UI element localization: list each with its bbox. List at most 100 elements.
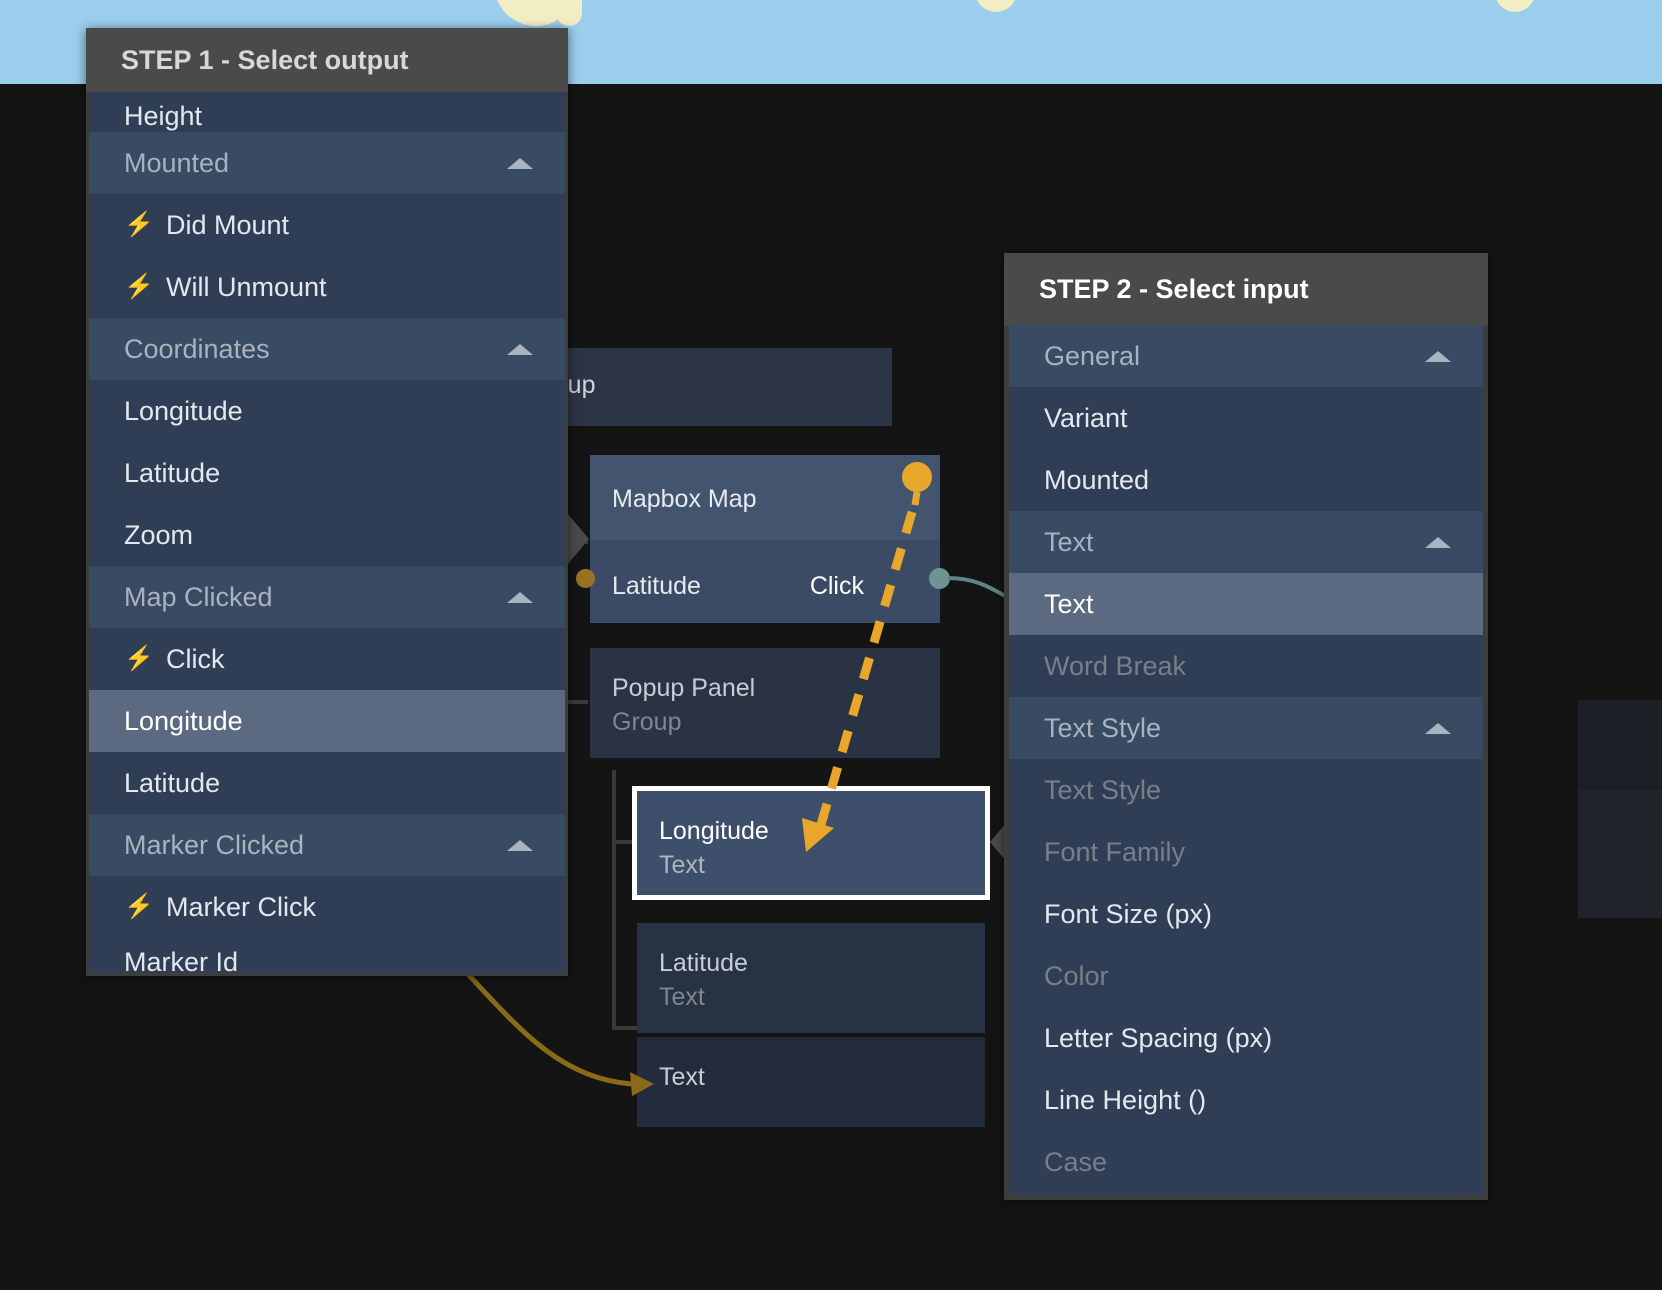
step1-option-label: Longitude: [124, 705, 243, 736]
step1-option-longitude[interactable]: Longitude: [89, 690, 565, 752]
step1-option-label: Height: [124, 101, 203, 131]
port-label-click: Click: [809, 572, 864, 600]
caret-up-icon[interactable]: [507, 158, 533, 169]
step2-option-variant[interactable]: Variant: [1009, 387, 1483, 449]
step2-option-font-size-px[interactable]: Font Size (px): [1009, 883, 1483, 945]
step1-option-latitude[interactable]: Latitude: [89, 442, 565, 504]
step1-option-label: Longitude: [124, 395, 243, 426]
node-collapse-chevron-icon[interactable]: [567, 513, 589, 565]
node-title: Mapbox Map: [612, 485, 757, 513]
step2-option-label: General: [1044, 340, 1141, 371]
step2-option-label: Color: [1044, 960, 1109, 991]
node-title: Latitude: [659, 949, 748, 977]
node-subtitle: Group: [612, 708, 682, 736]
output-port-click[interactable]: [929, 568, 950, 589]
graph-node-popup-panel[interactable]: Popup Panel Group: [590, 648, 940, 758]
step2-option-text[interactable]: Text: [1009, 573, 1483, 635]
tree-branch-line: [612, 770, 616, 1030]
caret-up-icon[interactable]: [507, 840, 533, 851]
step2-option-text-style[interactable]: Text Style: [1009, 697, 1483, 759]
step1-option-did-mount[interactable]: ⚡ Did Mount: [89, 194, 565, 256]
graph-node-longitude[interactable]: Longitude Text: [632, 786, 990, 900]
background-panel: [1578, 790, 1662, 918]
step1-header: STEP 1 - Select output: [86, 28, 568, 92]
step2-option-case[interactable]: Case: [1009, 1131, 1483, 1193]
step2-option-label: Mounted: [1044, 464, 1150, 495]
step1-option-label: Marker Id: [124, 947, 239, 976]
tree-branch-line: [566, 700, 588, 704]
step1-option-label: Marker Clicked: [124, 829, 305, 860]
step1-option-coordinates[interactable]: Coordinates: [89, 318, 565, 380]
step1-option-label: Mounted: [124, 147, 230, 178]
node-title: Text: [659, 1063, 705, 1091]
step2-option-label: Text: [1044, 588, 1094, 619]
input-port-latitude[interactable]: [576, 569, 595, 588]
node-title: Popup Panel: [612, 674, 756, 702]
step1-option-label: Marker Click: [166, 891, 317, 922]
map-cloud-shape: [556, 0, 582, 26]
node-port-row-latitude[interactable]: Latitude Click: [590, 540, 940, 623]
graph-node-mapbox-map[interactable]: Mapbox Map Latitude Click: [590, 455, 940, 623]
caret-up-icon[interactable]: [507, 592, 533, 603]
step2-option-label: Font Family: [1044, 836, 1186, 867]
step1-option-map-clicked[interactable]: Map Clicked: [89, 566, 565, 628]
map-cloud-shape: [975, 0, 1017, 12]
step2-option-label: Letter Spacing (px): [1044, 1022, 1273, 1053]
step1-option-marker-id[interactable]: Marker Id: [89, 938, 565, 976]
hint-arrow-path: [464, 970, 633, 1087]
step2-header: STEP 2 - Select input: [1004, 253, 1488, 325]
caret-up-icon[interactable]: [1425, 723, 1451, 734]
tree-branch-line: [612, 840, 634, 844]
step1-option-height[interactable]: Height: [89, 92, 565, 132]
step1-option-label: Click: [166, 643, 225, 674]
step1-option-label: Map Clicked: [124, 581, 273, 612]
step2-option-text[interactable]: Text: [1009, 511, 1483, 573]
step1-option-zoom[interactable]: Zoom: [89, 504, 565, 566]
step2-option-label: Word Break: [1044, 650, 1187, 681]
step2-option-font-family[interactable]: Font Family: [1009, 821, 1483, 883]
graph-node-group[interactable]: Group: [504, 348, 892, 426]
node-subtitle: Text: [659, 983, 705, 1011]
graph-node-text[interactable]: Text: [637, 1037, 985, 1127]
step1-option-label: Latitude: [124, 767, 221, 798]
caret-up-icon[interactable]: [507, 344, 533, 355]
step2-option-label: Case: [1044, 1146, 1108, 1177]
step2-option-label: Text: [1044, 526, 1094, 557]
step1-option-label: Did Mount: [166, 209, 290, 240]
step1-option-click[interactable]: ⚡Click: [89, 628, 565, 690]
caret-up-icon[interactable]: [1425, 537, 1451, 548]
step2-option-line-height[interactable]: Line Height (): [1009, 1069, 1483, 1131]
step1-option-latitude[interactable]: Latitude: [89, 752, 565, 814]
node-subtitle: Text: [659, 851, 705, 879]
step1-option-mounted[interactable]: Mounted: [89, 132, 565, 194]
step2-option-label: Variant: [1044, 402, 1128, 433]
map-cloud-shape: [1495, 0, 1535, 12]
bolt-icon: ⚡: [124, 211, 154, 238]
graph-node-latitude[interactable]: Latitude Text: [637, 923, 985, 1033]
step2-option-mounted[interactable]: Mounted: [1009, 449, 1483, 511]
bolt-icon: ⚡: [124, 273, 154, 300]
step1-option-marker-clicked[interactable]: Marker Clicked: [89, 814, 565, 876]
step2-option-color[interactable]: Color: [1009, 945, 1483, 1007]
node-title: Longitude: [659, 817, 769, 845]
step2-option-letter-spacing-px[interactable]: Letter Spacing (px): [1009, 1007, 1483, 1069]
step2-option-text-style[interactable]: Text Style: [1009, 759, 1483, 821]
step1-option-marker-click[interactable]: ⚡Marker Click: [89, 876, 565, 938]
step1-option-will-unmount[interactable]: ⚡ Will Unmount: [89, 256, 565, 318]
step2-option-label: Text Style: [1044, 712, 1162, 743]
step2-option-general[interactable]: General: [1009, 325, 1483, 387]
step1-option-label: Coordinates: [124, 333, 270, 364]
step2-option-label: Font Size (px): [1044, 898, 1213, 929]
step2-option-label: Text Style: [1044, 774, 1162, 805]
step2-option-word-break[interactable]: Word Break: [1009, 635, 1483, 697]
step1-option-label: Will Unmount: [166, 271, 327, 302]
step1-option-longitude[interactable]: Longitude: [89, 380, 565, 442]
port-label-latitude: Latitude: [612, 572, 701, 600]
caret-up-icon[interactable]: [1425, 351, 1451, 362]
step1-option-label: Latitude: [124, 457, 221, 488]
tree-branch-line: [612, 1026, 640, 1030]
